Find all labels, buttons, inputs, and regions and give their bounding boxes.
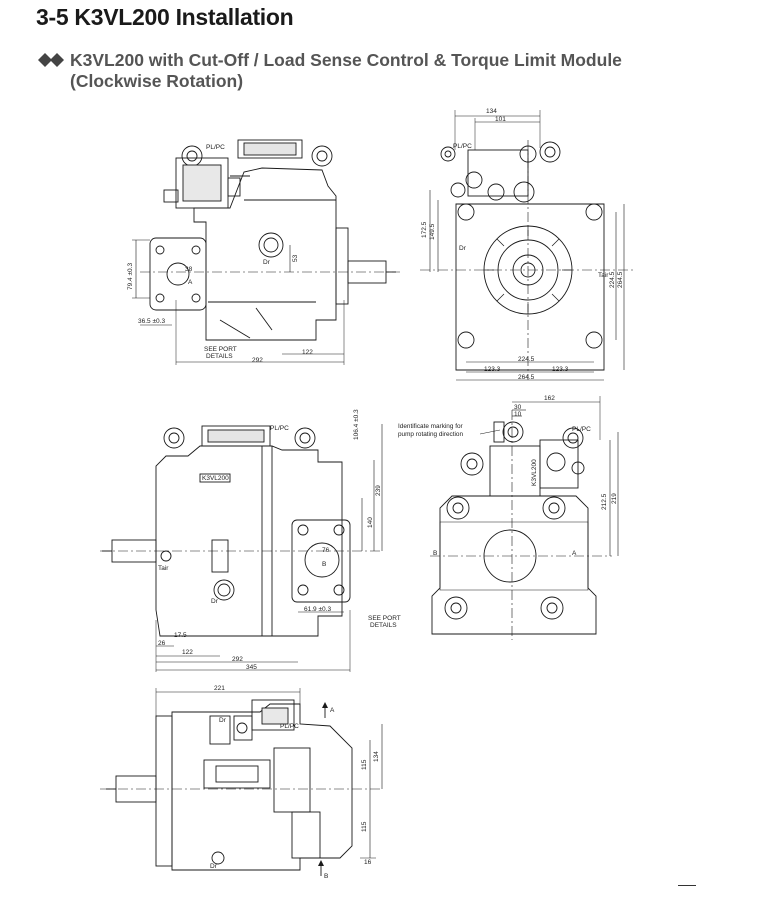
diamond-bullet-icon	[38, 53, 64, 67]
dim-26: 26	[158, 640, 166, 647]
dim-61-9: 61.9 ±0.3	[304, 606, 331, 613]
dim-149-5: 149.5	[429, 223, 436, 240]
label-b-rear: B	[433, 550, 437, 557]
dim-79-4: 79.4 ±0.3	[127, 263, 134, 290]
side-view-top-left	[132, 139, 400, 365]
label-dr-bottom-top: Dr	[219, 717, 227, 724]
label-tair: Tair	[598, 272, 609, 279]
dim-134-top: 134	[486, 108, 497, 115]
label-dr-front: Dr	[459, 245, 467, 252]
see-port-label: SEE PORT	[204, 346, 237, 353]
label-pl-pc-bottom: PL/PC	[280, 723, 299, 730]
top-view-bottom	[100, 688, 383, 876]
dim-123-3-right: 123.3	[552, 366, 569, 373]
dim-106-4: 106.4 ±0.3	[353, 409, 360, 440]
page-title: 3-5 K3VL200 Installation	[36, 4, 294, 30]
subtitle-line-1: K3VL200 with Cut-Off / Load Sense Contro…	[70, 50, 622, 70]
label-pl-pc-rear: PL/PC	[572, 426, 591, 433]
dim-292-mid: 292	[232, 656, 243, 663]
dim-219: 219	[611, 493, 618, 504]
label-dr-mid: Dr	[211, 598, 219, 605]
dim-30: 30	[514, 404, 522, 411]
dim-16: 16	[364, 859, 372, 866]
dim-36-5: 36.5 ±0.3	[138, 318, 165, 325]
dim-140: 140	[367, 517, 374, 528]
side-view-middle-left	[100, 424, 383, 672]
dim-10: 10	[514, 411, 522, 418]
details-label-mid: DETAILS	[370, 622, 397, 629]
dim-264-5-h: 264.5	[518, 374, 535, 381]
label-pl-pc-mid: PL/PC	[270, 425, 289, 432]
dim-162: 162	[544, 395, 555, 402]
see-port-label-mid: SEE PORT	[368, 615, 401, 622]
label-pl-pc-front: PL/PC	[453, 143, 472, 150]
dim-172-5: 172.5	[421, 221, 428, 238]
dim-115-upper: 115	[361, 759, 368, 770]
label-dr: Dr	[263, 259, 271, 266]
label-model-rear: K3VL200	[531, 459, 538, 486]
dim-122-mid: 122	[182, 649, 193, 656]
section-subtitle: K3VL200 with Cut-Off / Load Sense Contro…	[38, 50, 718, 92]
label-model-side: K3VL200	[202, 475, 229, 482]
footer-rule	[678, 885, 696, 886]
subtitle-line-2: (Clockwise Rotation)	[70, 71, 244, 91]
label-port-a: A	[188, 279, 193, 286]
dim-123-3-left: 123.3	[484, 366, 501, 373]
rear-view-middle-right	[430, 396, 619, 640]
dim-134-bottom: 134	[373, 751, 380, 762]
dim-212-5: 212.5	[601, 493, 608, 510]
dim-224-5-v: 224.5	[609, 271, 616, 288]
details-label: DETAILS	[206, 353, 233, 360]
dim-221: 221	[214, 685, 225, 692]
dim-38: 38	[185, 266, 193, 273]
label-a-bottom: A	[330, 707, 335, 714]
label-dr-bottom: Dr	[210, 863, 218, 870]
front-view-top-right	[420, 110, 636, 381]
label-port-b: B	[322, 561, 326, 568]
label-a-rear: A	[572, 550, 577, 557]
dim-17-5: 17.5	[174, 632, 187, 639]
label-tair-mid: Tair	[158, 565, 169, 572]
marking-note-line-1: Identificate marking for	[398, 423, 464, 430]
dim-115-lower: 115	[361, 821, 368, 832]
dim-53: 53	[292, 254, 299, 262]
dim-76: 76	[322, 547, 330, 554]
dim-122: 122	[302, 349, 313, 356]
dim-224-5-h: 224.5	[518, 356, 535, 363]
dim-101: 101	[495, 116, 506, 123]
marking-note-line-2: pump rotating direction	[398, 431, 463, 438]
label-b-bottom: B	[324, 873, 328, 880]
dim-292: 292	[252, 357, 263, 364]
dim-264-5-v: 264.5	[617, 271, 624, 288]
dim-345: 345	[246, 664, 257, 671]
label-pl-pc: PL/PC	[206, 144, 225, 151]
dim-239: 239	[375, 485, 382, 496]
